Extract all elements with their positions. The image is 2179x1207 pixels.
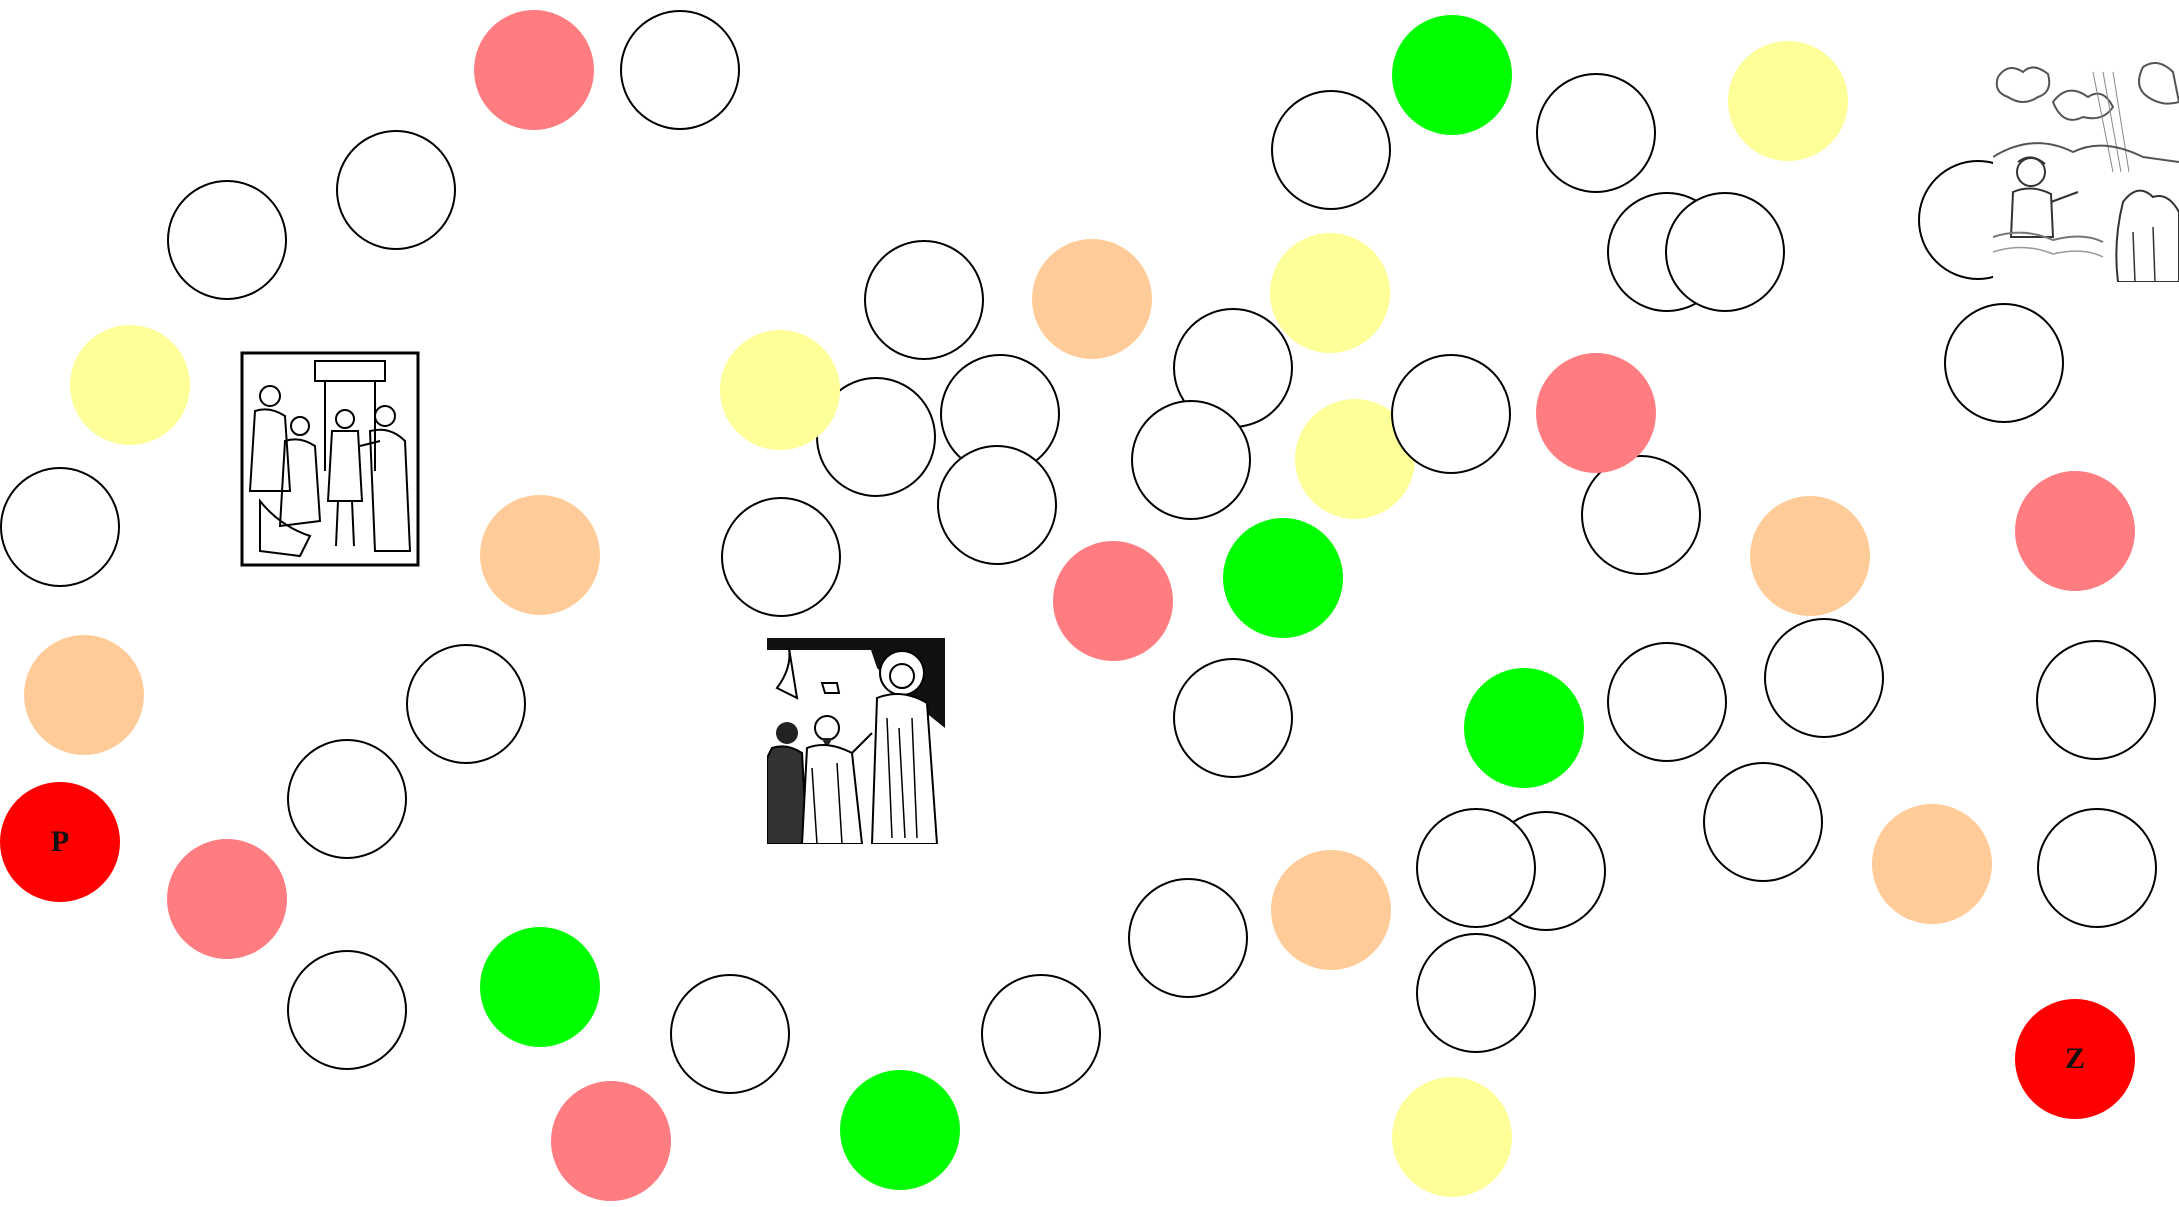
- jesus-calling-fishermen-picture-icon: [767, 638, 945, 844]
- yellow-space[interactable]: [70, 325, 190, 445]
- peach-space[interactable]: [1271, 850, 1391, 970]
- white-space[interactable]: [1665, 192, 1785, 312]
- white-space[interactable]: [937, 445, 1057, 565]
- white-space[interactable]: [336, 130, 456, 250]
- white-space[interactable]: [981, 974, 1101, 1094]
- green-space[interactable]: [1392, 15, 1512, 135]
- white-space[interactable]: [1607, 642, 1727, 762]
- baptism-river-picture-icon: [1993, 62, 2179, 282]
- pink-space[interactable]: [551, 1081, 671, 1201]
- white-space[interactable]: [1764, 618, 1884, 738]
- white-space[interactable]: [2036, 640, 2156, 760]
- healing-scene-picture-icon: [240, 351, 420, 567]
- white-space[interactable]: [1271, 90, 1391, 210]
- yellow-space[interactable]: [1728, 41, 1848, 161]
- peach-space[interactable]: [1872, 804, 1992, 924]
- white-space[interactable]: [1703, 762, 1823, 882]
- pink-space[interactable]: [474, 10, 594, 130]
- white-space[interactable]: [1173, 658, 1293, 778]
- white-space[interactable]: [1944, 303, 2064, 423]
- white-space[interactable]: [721, 497, 841, 617]
- yellow-space[interactable]: [1270, 233, 1390, 353]
- yellow-space[interactable]: [1392, 1077, 1512, 1197]
- white-space[interactable]: [1581, 455, 1701, 575]
- pink-space[interactable]: [1053, 541, 1173, 661]
- white-space[interactable]: [1416, 808, 1536, 928]
- white-space[interactable]: [406, 644, 526, 764]
- peach-space[interactable]: [1750, 496, 1870, 616]
- finish-label: Z: [2065, 1042, 2085, 1076]
- white-space[interactable]: [864, 240, 984, 360]
- pink-space[interactable]: [167, 839, 287, 959]
- green-space[interactable]: [840, 1070, 960, 1190]
- white-space[interactable]: [0, 467, 120, 587]
- white-space[interactable]: [1416, 933, 1536, 1053]
- white-space[interactable]: [620, 10, 740, 130]
- green-space[interactable]: [1223, 518, 1343, 638]
- green-space[interactable]: [1464, 668, 1584, 788]
- green-space[interactable]: [480, 927, 600, 1047]
- peach-space[interactable]: [480, 495, 600, 615]
- white-space[interactable]: [1128, 878, 1248, 998]
- pink-space[interactable]: [1536, 353, 1656, 473]
- yellow-space[interactable]: [720, 330, 840, 450]
- white-space[interactable]: [287, 739, 407, 859]
- white-space[interactable]: [670, 974, 790, 1094]
- white-space[interactable]: [1536, 73, 1656, 193]
- peach-space[interactable]: [1032, 239, 1152, 359]
- peach-space[interactable]: [24, 635, 144, 755]
- white-space[interactable]: [167, 180, 287, 300]
- start-label: P: [51, 825, 69, 859]
- white-space[interactable]: [287, 950, 407, 1070]
- white-space[interactable]: [1391, 354, 1511, 474]
- start-space[interactable]: P: [0, 782, 120, 902]
- white-space[interactable]: [2037, 808, 2157, 928]
- pink-space[interactable]: [2015, 471, 2135, 591]
- white-space[interactable]: [1131, 400, 1251, 520]
- finish-space[interactable]: Z: [2015, 999, 2135, 1119]
